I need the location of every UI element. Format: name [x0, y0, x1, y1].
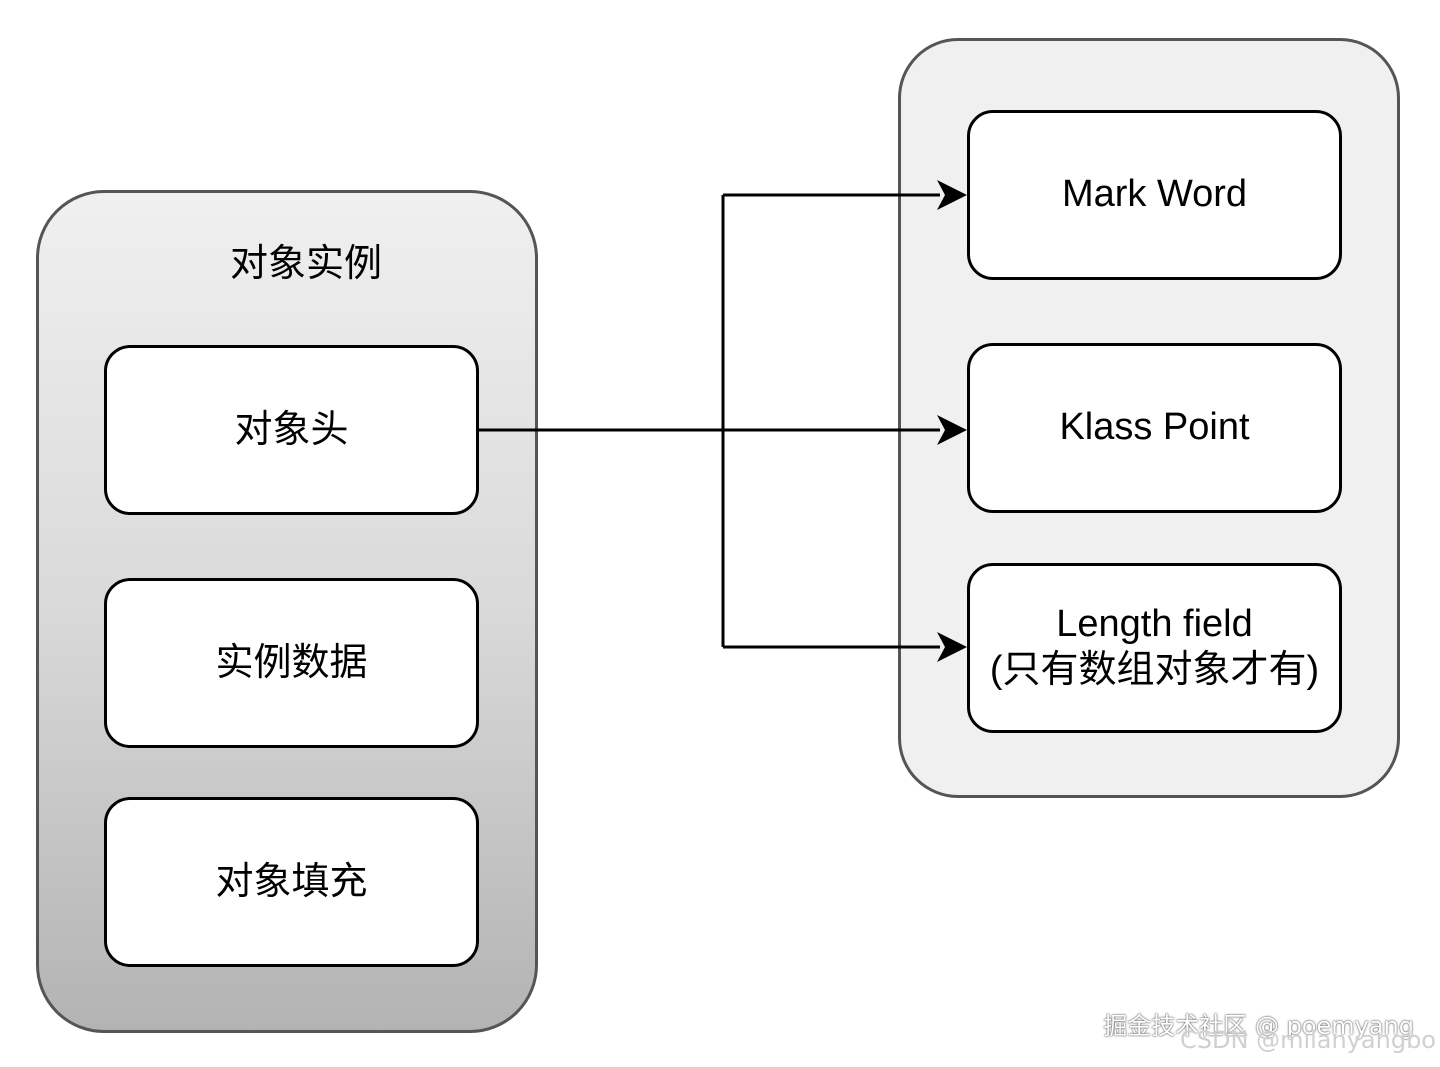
klass-point-label: Klass Point	[1059, 406, 1250, 449]
instance-data-label: 实例数据	[215, 640, 368, 685]
length-field-box: Length field (只有数组对象才有)	[967, 563, 1342, 733]
mark-word-box: Mark Word	[967, 110, 1342, 280]
object-padding-box: 对象填充	[104, 797, 479, 967]
length-field-note: (只有数组对象才有)	[989, 649, 1320, 691]
object-header-label: 对象头	[234, 407, 349, 452]
object-header-box: 对象头	[104, 345, 479, 515]
length-field-label: Length field	[1056, 603, 1253, 646]
klass-point-box: Klass Point	[967, 343, 1342, 513]
object-instance-title: 对象实例	[229, 241, 382, 285]
mark-word-label: Mark Word	[1061, 173, 1248, 216]
csdn-watermark: CSDN @milanyangbo	[1180, 1026, 1436, 1054]
juejin-watermark: 掘金技术社区 @ poemyang	[1103, 1012, 1414, 1040]
instance-data-box: 实例数据	[104, 578, 479, 748]
object-padding-label: 对象填充	[215, 859, 368, 904]
